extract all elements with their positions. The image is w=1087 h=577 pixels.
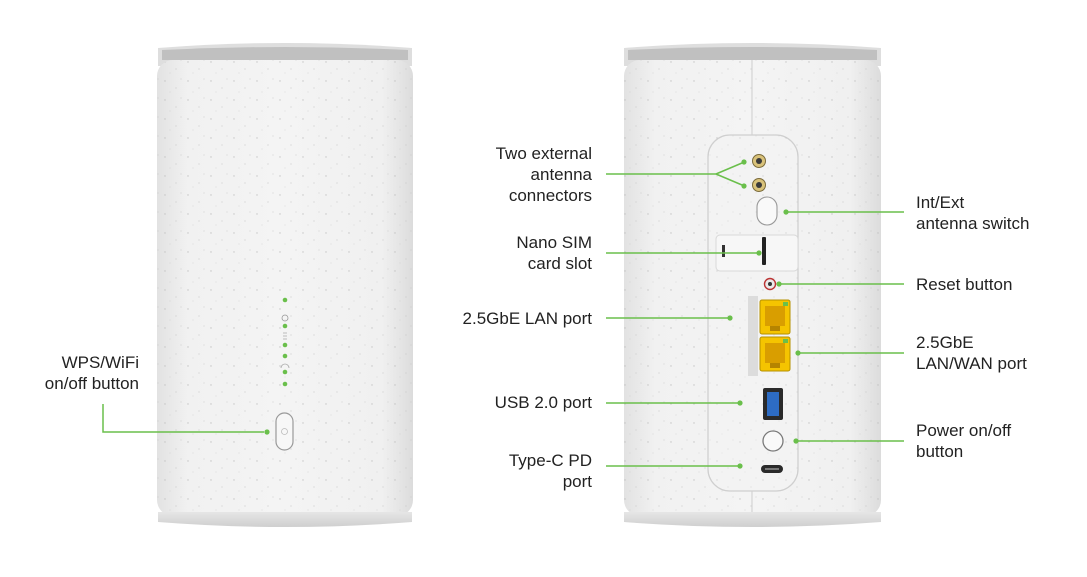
wps-wifi-button[interactable] xyxy=(275,412,294,451)
front-router xyxy=(157,43,413,527)
nano-sim-slot[interactable] xyxy=(762,237,766,265)
label-reset-button: Reset button xyxy=(916,275,1013,294)
antenna-connector[interactable] xyxy=(752,154,766,168)
led-indicators xyxy=(280,297,290,387)
signal-icon xyxy=(283,332,287,340)
wps-icon xyxy=(281,428,288,435)
led xyxy=(282,381,288,387)
leader-wps xyxy=(102,404,264,433)
label-lan-port: 2.5GbE LAN port xyxy=(462,309,592,328)
label-usb-port: USB 2.0 port xyxy=(494,393,592,412)
antenna-connector[interactable] xyxy=(752,178,766,192)
wifi-icon xyxy=(280,363,290,369)
led xyxy=(282,353,288,359)
led xyxy=(282,297,288,303)
power-button[interactable] xyxy=(762,430,784,452)
lan-wan-port[interactable] xyxy=(759,336,791,372)
usb-port[interactable] xyxy=(763,388,783,420)
label-antenna-connectors: Two external antenna connectors xyxy=(495,144,592,205)
back-router xyxy=(624,43,881,527)
antenna-switch[interactable] xyxy=(756,196,778,226)
led xyxy=(282,342,288,348)
back-base xyxy=(624,512,881,527)
globe-icon xyxy=(281,314,289,322)
front-base xyxy=(158,512,412,527)
lan-port[interactable] xyxy=(759,299,791,335)
led xyxy=(282,369,288,375)
port-label-strip xyxy=(748,296,758,376)
sim-marker xyxy=(722,245,725,257)
led xyxy=(282,323,288,329)
leader-lines xyxy=(102,159,904,469)
